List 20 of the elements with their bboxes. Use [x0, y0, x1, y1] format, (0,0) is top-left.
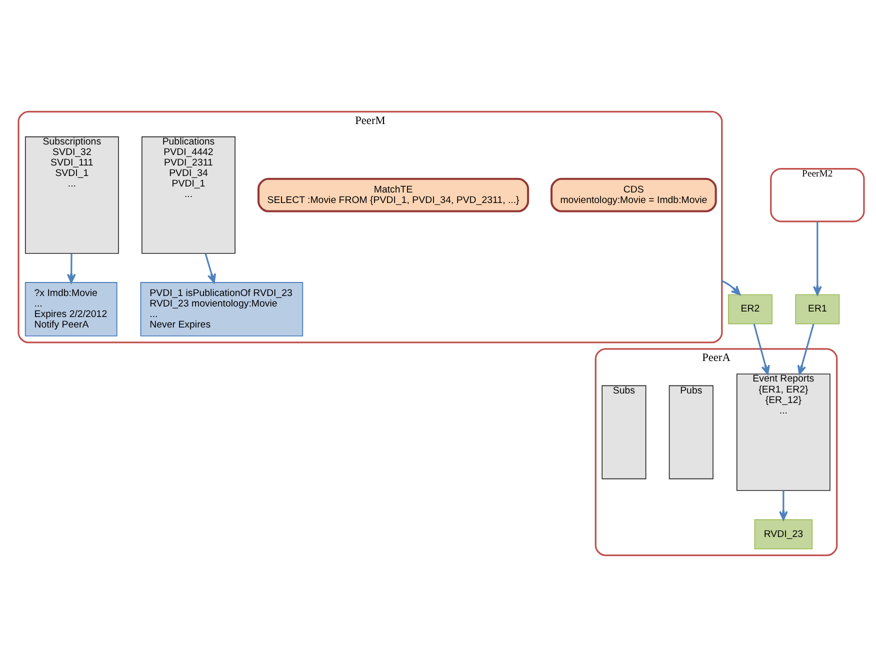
- node-box: PVDI_1 isPublicationOf RVDI_23 RVDI_23 movientology:Movie ... Never Expires: [140, 282, 304, 336]
- arrow: [797, 323, 814, 374]
- node-box: ER1: [795, 294, 840, 324]
- node-box: Subs: [602, 384, 646, 479]
- node-box: Pubs: [668, 384, 714, 479]
- arrow: [778, 490, 788, 520]
- node-box: Event Reports {ER1, ER2} {ER_12} ...: [736, 373, 830, 490]
- arrow: [722, 280, 741, 295]
- node-box: Subscriptions SVDI_32 SVDI_111 SVDI_1 ...: [24, 136, 119, 254]
- node-box: ER2: [728, 294, 772, 324]
- arrow: [204, 252, 216, 283]
- node-box: PeerM2: [770, 167, 865, 222]
- arrow: [753, 323, 770, 374]
- arrow: [812, 220, 822, 295]
- node-box: RVDI_23: [754, 518, 813, 549]
- arrow: [66, 252, 76, 283]
- node-box: MatchTE SELECT :Movie FROM {PVDI_1, PVDI_34, PVD_2311, ...}: [258, 177, 530, 212]
- node-box: Publications PVDI_4442 PVDI_2311 PVDI_34 PVDI_1 ...: [142, 136, 236, 254]
- node-box: ?x Imdb:Movie ... Expires 2/2/2012 Notify PeerA: [24, 282, 118, 336]
- node-box: CDS movientology:Movie = Imdb:Movie: [550, 177, 717, 212]
